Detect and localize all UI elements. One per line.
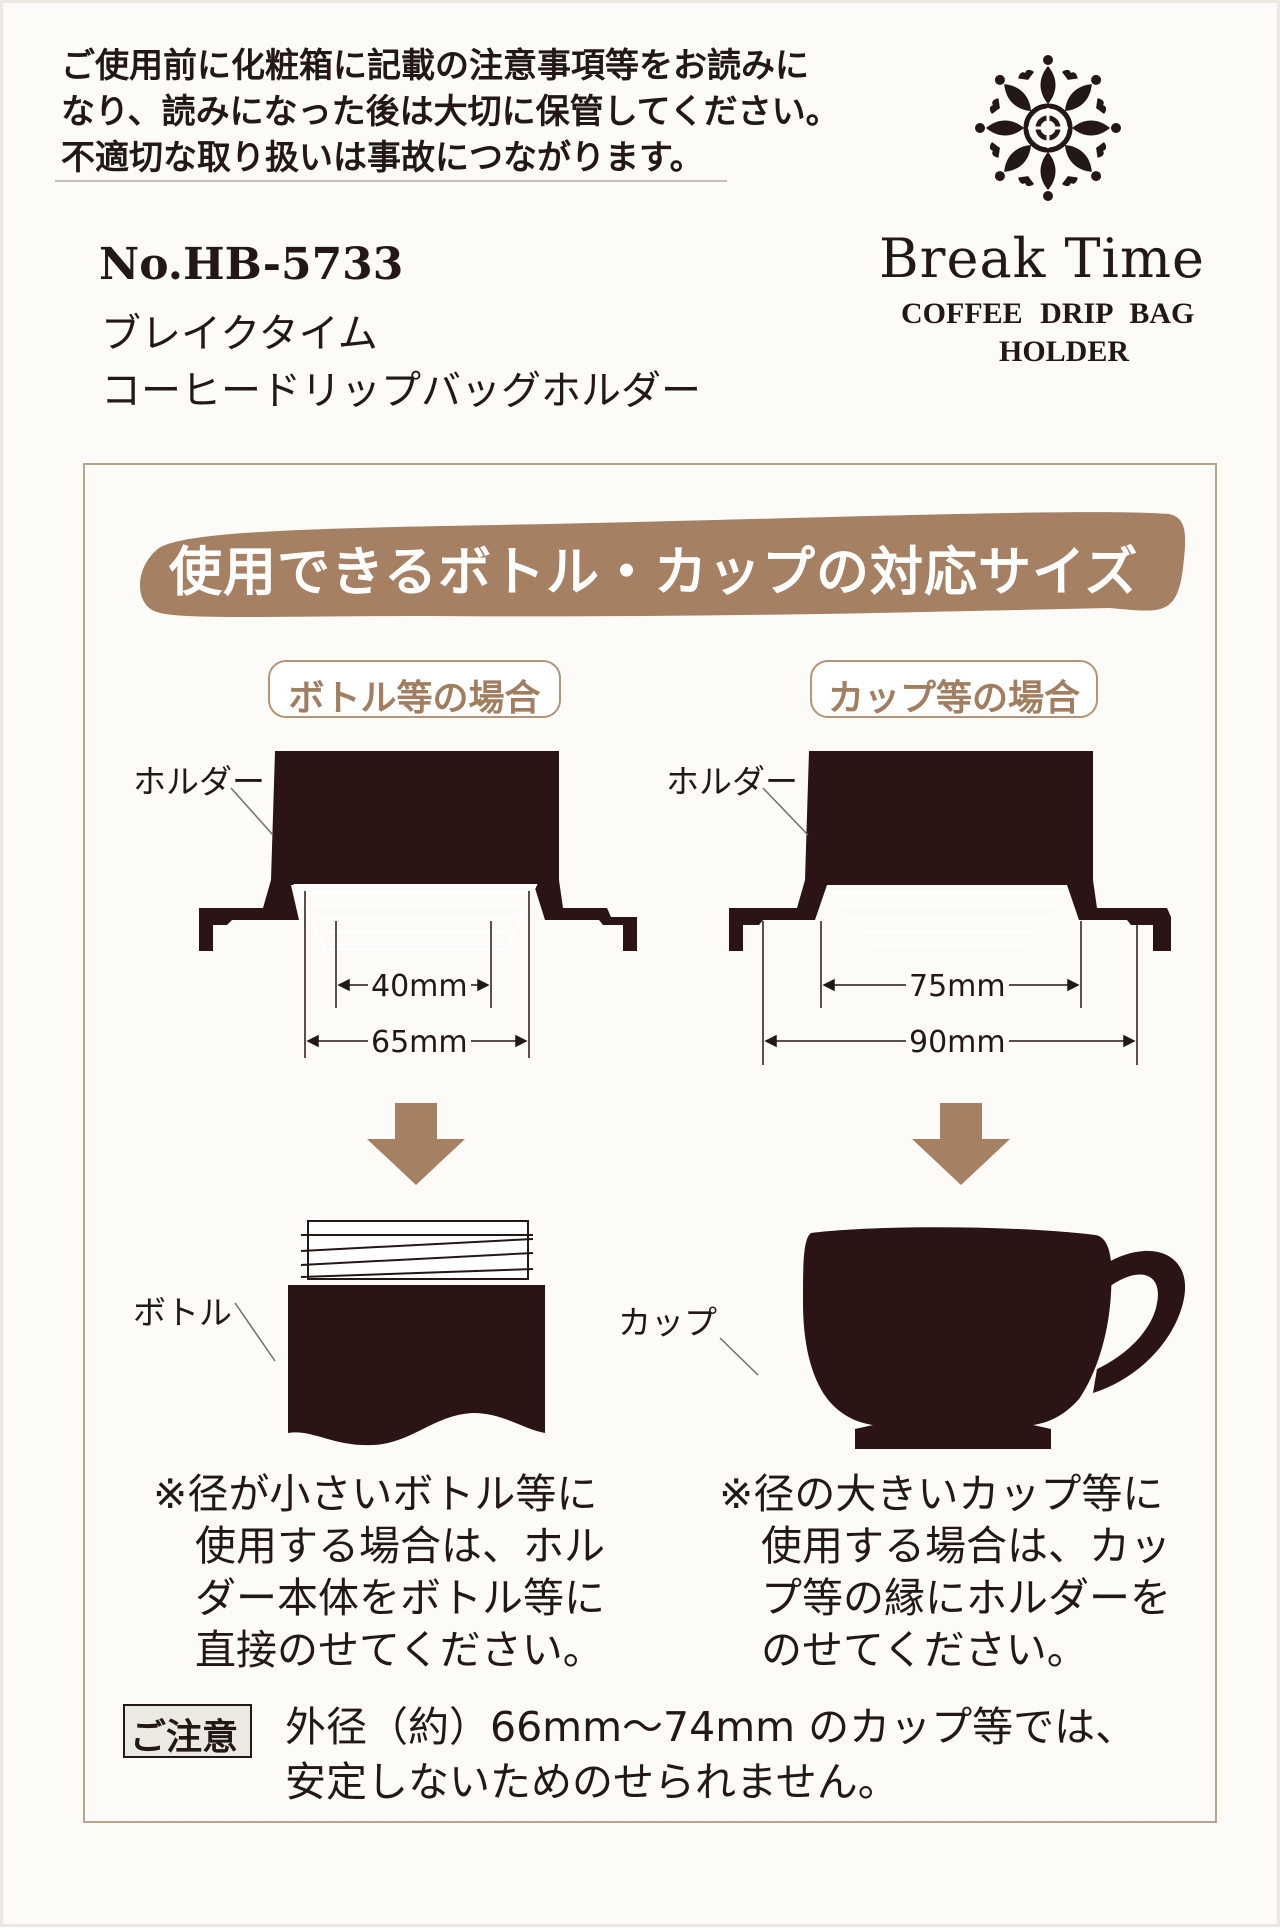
attention-badge xyxy=(123,1704,252,1758)
note-line: ※径の大きいカップ等に xyxy=(719,1470,1164,1518)
cup-label: カップ xyxy=(618,1303,717,1342)
caution-text: ご使用前に化粧箱に記載の注意事項等をお読みに なり、読みになった後は大切に保管し… xyxy=(61,43,840,181)
bottle-usage-note: ※径が小さいボトル等に 使用する場合は、ホル ダー本体をボトル等に 直接のせてく… xyxy=(153,1468,605,1676)
cup-inner-dimension: 75mm xyxy=(906,969,1009,1004)
note-line: 使用する場合は、ホル xyxy=(195,1522,605,1570)
holder-label-cup-case: ホルダー xyxy=(666,762,798,801)
note-line: プ等の縁にホルダーを xyxy=(761,1574,1171,1622)
attention-label: ご注意 xyxy=(130,1717,239,1758)
note-line: のせてください。 xyxy=(761,1626,1088,1674)
bottle-inner-dimension: 40mm xyxy=(368,969,471,1004)
note-line: ダー本体をボトル等に xyxy=(195,1574,605,1622)
product-name-line-1: ブレイクタイム xyxy=(101,311,378,357)
model-number: No.HB-5733 xyxy=(99,239,404,290)
cup-usage-note: ※径の大きいカップ等に 使用する場合は、カッ プ等の縁にホルダーを のせてくださ… xyxy=(719,1468,1171,1676)
cup-case-heading-text: カップ等の場合 xyxy=(827,678,1080,719)
attention-line: 外径（約）66mm〜74mm のカップ等では、 xyxy=(285,1703,1137,1751)
cup-outer-dimension: 90mm xyxy=(906,1025,1009,1060)
note-line: 直接のせてください。 xyxy=(195,1626,604,1674)
brand-emblem-icon xyxy=(975,55,1121,201)
note-line: 使用する場合は、カッ xyxy=(761,1522,1171,1570)
bottle-case-heading-text: ボトル等の場合 xyxy=(288,678,541,719)
brand-subtitle-line-1: COFFEE DRIP BAG xyxy=(901,297,1195,330)
caution-divider xyxy=(55,180,727,182)
cup-case-heading: カップ等の場合 xyxy=(810,660,1098,719)
section-banner-shape xyxy=(140,512,1186,617)
holder-label-bottle-case: ホルダー xyxy=(133,762,265,801)
section-title: 使用できるボトル・カップの対応サイズ xyxy=(169,542,1139,603)
note-line: ※径が小さいボトル等に xyxy=(153,1470,598,1518)
attention-line: 安定しないためのせられません。 xyxy=(285,1758,899,1806)
caution-line: 不適切な取り扱いは事故につながります。 xyxy=(61,138,704,178)
bottle-outer-dimension: 65mm xyxy=(368,1025,471,1060)
product-name-line-2: コーヒードリップバッグホルダー xyxy=(101,368,701,414)
attention-text: 外径（約）66mm〜74mm のカップ等では、 安定しないためのせられません。 xyxy=(285,1700,1136,1810)
bottle-case-heading: ボトル等の場合 xyxy=(268,660,561,719)
caution-line: ご使用前に化粧箱に記載の注意事項等をお読みに xyxy=(61,46,809,86)
caution-line: なり、読みになった後は大切に保管してください。 xyxy=(61,92,840,132)
brand-name: Break Time xyxy=(879,227,1205,290)
bottle-label: ボトル xyxy=(133,1293,232,1332)
brand-subtitle-line-2: HOLDER xyxy=(999,335,1130,368)
